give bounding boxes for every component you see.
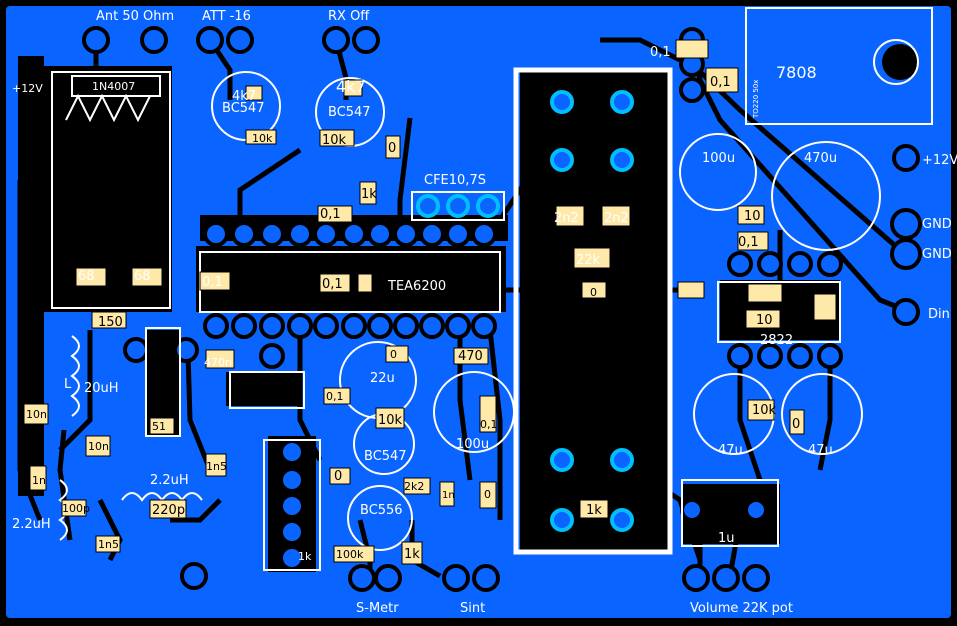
- label-r1k-small: 1k: [298, 550, 312, 563]
- label-r10b: 10: [756, 313, 773, 328]
- label-l22b: 2.2uH: [12, 517, 51, 532]
- label-t1-r2: 10k: [252, 132, 273, 145]
- cap-100u-outline: [679, 133, 757, 211]
- labels: Ant 50 Ohm ATT -16 RX Off +12V +12V GND …: [12, 9, 957, 616]
- regulator-hole: [873, 39, 919, 85]
- label-c0-pad: 0: [590, 286, 597, 299]
- label-12v-right: +12V: [922, 153, 957, 168]
- label-din: Din: [928, 307, 950, 322]
- label-t2: BC547: [328, 105, 371, 120]
- pads: [82, 26, 922, 592]
- regulator-outline: [745, 7, 933, 125]
- label-l: L: [64, 377, 72, 392]
- label-t2-r: 4k7: [336, 77, 366, 96]
- label-c10n-a: 10n: [26, 408, 47, 421]
- label-tea6200: TEA6200: [387, 279, 446, 294]
- ic-small-outline: [263, 439, 321, 571]
- label-c100u-mid: 100u: [456, 437, 489, 452]
- label-r150: 150: [98, 315, 123, 330]
- label-c0: 0: [388, 141, 396, 156]
- cap-470u-outline: [771, 141, 881, 251]
- label-c100u-right: 100u: [702, 151, 735, 166]
- label-r68b: 68: [134, 269, 151, 284]
- l20-coil-symbol: [70, 335, 80, 417]
- label-c1n-mid: 1n: [442, 490, 455, 501]
- smd-parts: [23, 39, 837, 565]
- label-c01g: 0,1: [710, 75, 731, 90]
- label-l20: 20uH: [84, 381, 119, 396]
- label-12v-left: +12V: [12, 82, 43, 95]
- label-c47u-b: 47u: [808, 443, 833, 458]
- label-r10k-mid: 10k: [378, 413, 403, 428]
- diode-1n4007-outline: [71, 75, 161, 97]
- label-r1k-top: 1k: [361, 187, 377, 202]
- label-c01c: 0,1: [322, 277, 343, 292]
- label-c1n5b: 1n5: [206, 460, 227, 473]
- label-r1k-right: 1k: [586, 503, 602, 518]
- label-r470: 470: [458, 349, 483, 364]
- l-outline: [145, 327, 181, 437]
- label-r22k: 22k: [576, 253, 601, 268]
- label-c0-small: 0: [334, 469, 342, 484]
- label-7808: 7808: [776, 63, 817, 82]
- label-c01a: 0,1: [320, 207, 341, 222]
- trimmer-outline: [229, 371, 305, 409]
- label-2822: 2822: [760, 333, 793, 348]
- label-att: ATT -16: [202, 9, 251, 24]
- label-gnd1: GND: [922, 217, 952, 232]
- ic-2822-outline: [717, 281, 841, 343]
- label-c1n5a: 1n5: [98, 538, 119, 551]
- label-cfe: CFE10,7S: [424, 173, 486, 188]
- label-c01d: 0,1: [480, 418, 498, 431]
- cap-100u-mid-outline: [433, 371, 515, 453]
- label-c470u: 470u: [804, 151, 837, 166]
- label-t4: BC556: [360, 503, 403, 518]
- label-c0-mid: 0: [390, 348, 397, 361]
- label-c1n: 1n: [32, 474, 46, 487]
- label-t3: BC547: [364, 449, 407, 464]
- filter-outline: [513, 67, 673, 555]
- label-c1u: 1u: [718, 531, 735, 546]
- label-rx-off: RX Off: [328, 9, 370, 24]
- label-to220: TO220 50x: [752, 80, 760, 119]
- label-c01e: 0,1: [326, 390, 344, 403]
- label-c01h: 0,1: [738, 235, 759, 250]
- label-c2k2: 2k2: [404, 480, 424, 493]
- label-t2-r2: 10k: [322, 133, 347, 148]
- label-c100p: 100p: [62, 502, 90, 515]
- label-c47u-a: 47u: [718, 443, 743, 458]
- label-c0-right: 0: [792, 417, 800, 432]
- label-r10a: 10: [744, 209, 761, 224]
- label-gnd2: GND: [922, 247, 952, 262]
- cap-47u-b-outline: [781, 373, 863, 455]
- label-c2n2a: 2n2: [554, 211, 579, 226]
- label-t1: BC547: [222, 101, 265, 116]
- label-c2n2b: 2n2: [604, 211, 629, 226]
- label-volume: Volume 22K pot: [690, 601, 793, 616]
- label-c0-mid2: 0: [484, 488, 491, 501]
- relay-outline: [51, 71, 171, 309]
- label-c01b: 0,1: [202, 275, 223, 290]
- label-c220p: 220p: [152, 503, 185, 518]
- cfe-outline: [411, 191, 505, 221]
- label-c470n: 470n: [204, 356, 232, 369]
- label-ant: Ant 50 Ohm: [96, 9, 174, 24]
- label-t1-r: 4k7: [232, 89, 256, 104]
- label-c01f: 0,1: [650, 45, 671, 60]
- label-r10k-right: 10k: [752, 403, 777, 418]
- label-smetr: S-Metr: [356, 601, 399, 616]
- label-c10n-b: 10n: [88, 440, 109, 453]
- label-r68a: 68: [78, 269, 95, 284]
- label-sint: Sint: [460, 601, 485, 616]
- cap1u-outline: [681, 479, 779, 547]
- label-l22a: 2.2uH: [150, 473, 189, 488]
- relay-coil-symbol: [65, 93, 151, 123]
- label-diode: 1N4007: [92, 80, 135, 93]
- transistor-4-outline: [347, 485, 413, 551]
- label-r100k: 100k: [336, 548, 364, 561]
- label-c22u: 22u: [370, 371, 395, 386]
- label-r1k-bot: 1k: [404, 547, 420, 562]
- label-c51: 51: [152, 420, 166, 433]
